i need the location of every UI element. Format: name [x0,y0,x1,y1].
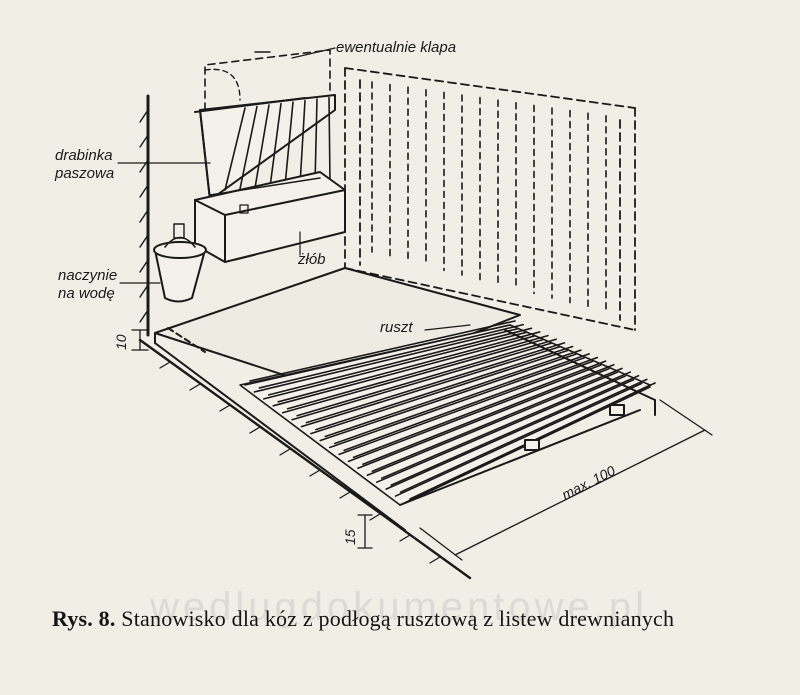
grate-slat [300,346,561,428]
grate [239,320,656,506]
dashed-bars [371,81,607,313]
label-flap: ewentualnie klapa [336,39,456,56]
grate-slat-edge [371,367,623,473]
wall-hatching [139,109,149,323]
grate-slat-edge [305,342,566,424]
label-water-1: naczynie [58,267,117,284]
label-grate: ruszt [380,319,413,336]
rack-bar [269,102,282,188]
ground [138,338,472,580]
rack-bar [224,107,246,191]
grate-slat-edge [352,360,607,459]
rack-bar [239,105,258,190]
grate-slat-edge [258,323,525,389]
label-trough: żłób [297,251,326,268]
label-hay-rack-1: drabinka [55,147,113,164]
watermark: wedlugdokumentowe.pl [150,585,649,629]
caption-text: Stanowisko dla kóz z podłogą rusztową z … [121,606,675,631]
grate-slat [338,360,594,456]
floor-plate [154,267,521,531]
grate-slat [366,371,618,477]
grate-slat [291,342,552,421]
grate-slat-edge [324,349,582,438]
grate-slat [281,338,544,414]
figure-caption: Rys. 8. Stanowisko dla kóz z podłogą rus… [52,606,767,632]
grate-slat-edge [333,353,590,445]
label-water-2: na wodę [58,285,115,302]
goat-stall-drawing: ewentualnie klapa drabinka paszowa żłób … [54,39,713,580]
grate-slat-edge [343,356,599,452]
grate-slat-edge [286,334,549,410]
grate-slat [347,364,602,463]
grate-slat [244,324,511,386]
label-dim-max: max. 100 [559,462,618,502]
leader-lines [117,47,471,331]
grate-slat [272,335,536,407]
grate-slat [375,375,627,483]
dimension-15 [357,514,373,549]
grate-slat [394,382,643,497]
dimension-10 [131,329,149,351]
rack-bar [299,99,306,186]
rack-bar [284,101,294,187]
grate-slat-edge [315,345,574,431]
rack-bar [314,98,318,185]
label-dim-15: 15 [342,529,358,545]
rack-bar [328,96,331,184]
grate-slat-edge [362,363,615,466]
grate-slat-edge [249,320,516,382]
stall-outline-dashed [344,67,636,331]
grate-slat-edge [380,371,632,479]
grate-slat [263,331,528,400]
caption-figure-number: Rys. 8. [52,606,116,631]
grate-slat-edge [296,338,557,417]
grate-slat [319,353,577,442]
dimension-max-100 [419,399,713,561]
label-dim-10: 10 [113,334,129,350]
hay-rack [194,49,336,201]
grate-slat-edge [277,331,541,403]
label-hay-rack-2: paszowa [54,165,114,182]
grate-slat [310,349,569,435]
grate-slat-edge [390,374,640,486]
rack-bar [254,104,270,189]
grate-slat-edge [399,378,648,493]
grate-slat [357,367,610,470]
wall [139,94,150,337]
grate-slat [253,327,520,393]
grate-slat [385,378,635,490]
grate-slat-edge [268,327,533,396]
water-bucket [153,223,207,303]
grate-slat [328,357,585,449]
